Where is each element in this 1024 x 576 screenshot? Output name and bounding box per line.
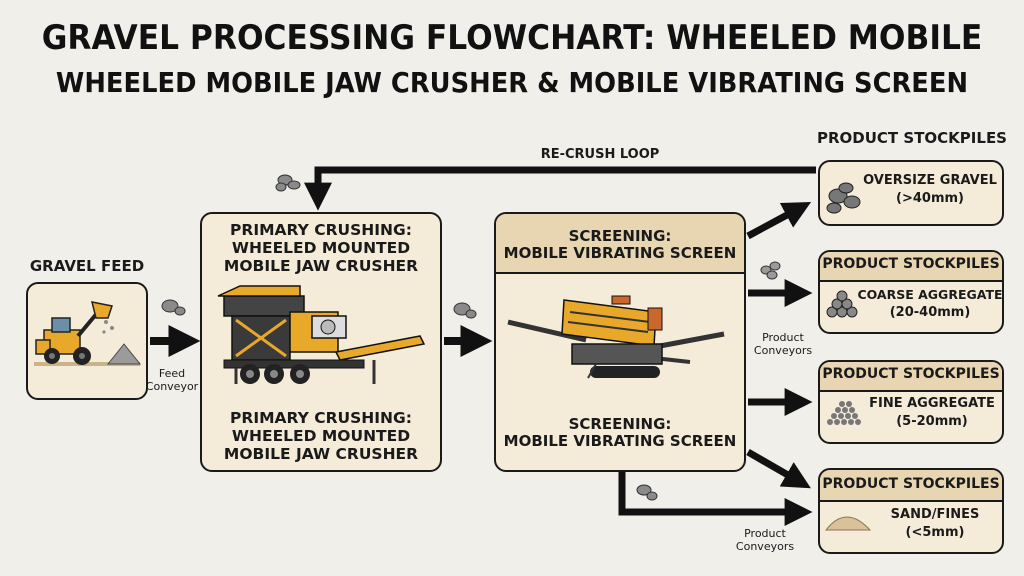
oversize-gravel-size: (>40mm) xyxy=(896,191,964,206)
sand-fines-size: (<5mm) xyxy=(905,525,965,540)
rock-icon xyxy=(453,302,477,319)
screen-bottom-conveyor-arrow xyxy=(618,472,813,526)
rock-icon xyxy=(161,299,186,316)
fine-header: PRODUCT STOCKPILES xyxy=(822,366,1000,382)
title-line-2: WHEELED MOBILE JAW CRUSHER & MOBILE VIBR… xyxy=(55,66,969,99)
rock-icon xyxy=(275,174,301,192)
stockpiles-title: PRODUCT STOCKPILES xyxy=(817,129,1007,147)
coarse-aggregate-name: COARSE AGGREGATE xyxy=(857,287,1003,302)
crusher-top-label: PRIMARY CRUSHING: WHEELED MOUNTED MOBILE… xyxy=(223,221,419,275)
crusher-bottom-label: PRIMARY CRUSHING: WHEELED MOUNTED MOBILE… xyxy=(223,409,419,463)
wheel-loader-icon xyxy=(34,301,142,366)
oversize-gravel-name: OVERSIZE GRAVEL xyxy=(863,173,997,188)
stockpile-sand-box xyxy=(818,468,1004,554)
coarse-aggregate-size: (20-40mm) xyxy=(889,305,971,320)
product-conveyors-label-right: Product Conveyors xyxy=(753,331,813,357)
jaw-crusher-icon xyxy=(217,285,426,384)
gravel-feed-label: GRAVEL FEED xyxy=(29,257,145,275)
screen-to-oversize-arrow xyxy=(746,202,812,240)
coarse-aggregate-pile-icon xyxy=(826,290,858,318)
sand-pile-icon xyxy=(824,516,872,531)
sand-fines-name: SAND/FINES xyxy=(890,507,980,522)
screen-to-sand-arrow xyxy=(746,448,811,489)
fine-aggregate-name: FINE AGGREGATE xyxy=(869,396,995,411)
fine-aggregate-pile-icon xyxy=(827,401,861,425)
feed-conveyor-label: Feed Conveyor xyxy=(145,367,199,393)
oversize-gravel-pile-icon xyxy=(826,182,861,214)
rock-icon xyxy=(760,261,781,280)
screen-bottom-label: SCREENING: MOBILE VIBRATING SCREEN xyxy=(503,415,737,451)
screen-top-label: SCREENING: MOBILE VIBRATING SCREEN xyxy=(503,227,737,263)
sand-header: PRODUCT STOCKPILES xyxy=(822,476,1000,492)
product-conveyors-label-bottom: Product Conveyors xyxy=(735,527,795,553)
stockpile-coarse-box xyxy=(818,250,1004,334)
rock-icon xyxy=(636,484,658,501)
vibrating-screen-icon xyxy=(507,295,725,379)
recrush-loop-label: RE-CRUSH LOOP xyxy=(540,147,660,162)
screen-header xyxy=(496,214,744,274)
title-line-1: GRAVEL PROCESSING FLOWCHART: WHEELED MOB… xyxy=(41,18,983,58)
coarse-header: PRODUCT STOCKPILES xyxy=(822,256,1000,272)
fine-aggregate-size: (5-20mm) xyxy=(896,414,968,429)
recrush-loop-arrow xyxy=(304,166,816,211)
